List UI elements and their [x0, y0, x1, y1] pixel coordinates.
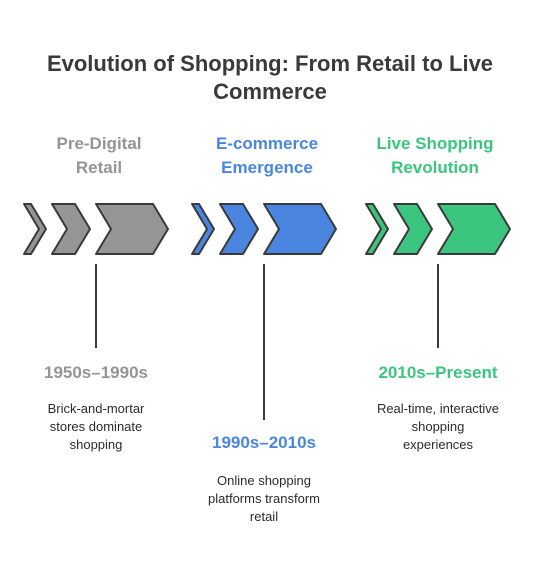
- stage-title-ecommerce-line1: E-commerce: [215, 134, 319, 153]
- period-ecommerce: 1990s–2010s: [211, 433, 316, 452]
- desc-ecommerce-line1: Online shopping: [217, 473, 311, 488]
- chevron-arrow-live-shopping-medium: [393, 203, 433, 255]
- chevron-arrow-ecommerce-small: [191, 203, 215, 255]
- stage-title-ecommerce-line2: Emergence: [221, 158, 313, 177]
- period-live-shopping: 2010s–Present: [378, 363, 498, 382]
- desc-ecommerce: Online shopping platforms transform reta…: [179, 472, 349, 526]
- stage-title-pre-digital-line1: Pre-Digital: [56, 134, 142, 153]
- desc-pre-digital-line1: Brick-and-mortar: [47, 401, 145, 416]
- desc-live-shopping-line2: shopping: [411, 419, 465, 434]
- desc-pre-digital-line2: stores dominate: [49, 419, 143, 434]
- chevron-group-live-shopping: [365, 203, 511, 255]
- desc-ecommerce-line2: platforms transform: [208, 491, 320, 506]
- desc-pre-digital: Brick-and-mortar stores dominate shoppin…: [11, 400, 181, 454]
- chevron-arrow-ecommerce-large: [263, 203, 337, 255]
- chevron-group-pre-digital: [23, 203, 169, 255]
- stage-title-pre-digital-line2: Retail: [75, 158, 123, 177]
- diagram-title-line1: Evolution of Shopping: From Retail to Li…: [46, 51, 494, 76]
- desc-ecommerce-line3: retail: [249, 509, 279, 524]
- chevron-arrow-pre-digital-small: [23, 203, 47, 255]
- stage-title-live-shopping-line2: Revolution: [391, 158, 479, 177]
- chevron-group-ecommerce: [191, 203, 337, 255]
- stage-title-pre-digital: Pre-Digital Retail: [14, 132, 184, 180]
- period-pre-digital: 1950s–1990s: [43, 363, 148, 382]
- chevron-arrow-pre-digital-medium: [51, 203, 91, 255]
- desc-live-shopping-line3: experiences: [402, 437, 474, 452]
- stage-title-ecommerce: E-commerce Emergence: [182, 132, 352, 180]
- desc-live-shopping-line1: Real-time, interactive: [376, 401, 500, 416]
- chevron-arrow-live-shopping-large: [437, 203, 511, 255]
- stage-title-live-shopping: Live Shopping Revolution: [350, 132, 520, 180]
- diagram-title: Evolution of Shopping: From Retail to Li…: [0, 50, 540, 106]
- chevron-arrow-ecommerce-medium: [219, 203, 259, 255]
- diagram-title-line2: Commerce: [213, 79, 327, 104]
- chevron-arrow-live-shopping-small: [365, 203, 389, 255]
- desc-pre-digital-line3: shopping: [69, 437, 123, 452]
- chevron-arrow-pre-digital-large: [95, 203, 169, 255]
- desc-live-shopping: Real-time, interactive shopping experien…: [353, 400, 523, 454]
- stage-title-live-shopping-line1: Live Shopping: [376, 134, 494, 153]
